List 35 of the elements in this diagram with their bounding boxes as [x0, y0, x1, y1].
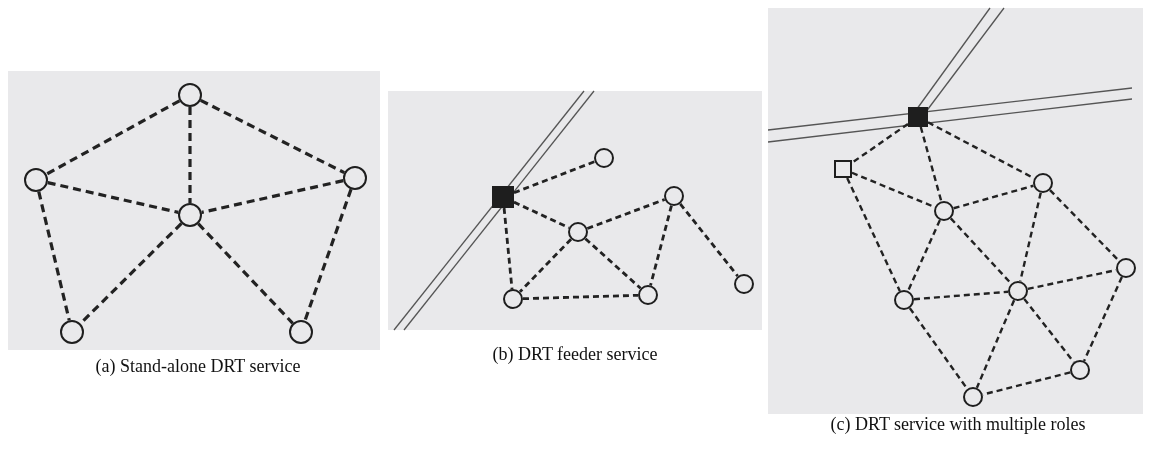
dashed-route-line — [522, 293, 639, 301]
dashed-route-line — [303, 188, 353, 322]
dashed-route-line — [197, 222, 294, 325]
dashed-route-line — [188, 107, 192, 203]
stop-square — [834, 160, 852, 178]
dashed-route-line — [649, 205, 673, 286]
dashed-route-line — [47, 181, 179, 214]
dashed-route-line — [201, 179, 344, 214]
dashed-route-line — [846, 177, 901, 292]
dashed-route-line — [913, 290, 1009, 301]
dashed-route-line — [584, 237, 642, 290]
dashed-route-line — [1083, 276, 1123, 362]
dashed-route-line — [1049, 189, 1120, 262]
dashed-route-line — [908, 307, 969, 390]
dashed-route-line — [949, 217, 1013, 285]
dashed-route-line — [513, 160, 596, 195]
dashed-route-line — [975, 299, 1016, 389]
panel-caption: (c) DRT service with multiple roles — [829, 414, 1087, 435]
dashed-route-line — [1019, 192, 1042, 282]
panel-caption: (b) DRT feeder service — [491, 344, 659, 365]
dashed-route-line — [200, 98, 345, 175]
dashed-route-line — [679, 202, 739, 278]
dashed-route-line — [953, 184, 1034, 210]
dashed-route-line — [37, 191, 71, 321]
dashed-route-line — [45, 99, 181, 176]
dashed-route-line — [518, 238, 573, 293]
panel-caption: (a) Stand-alone DRT service — [94, 356, 302, 377]
dashed-route-line — [586, 198, 666, 230]
dashed-route-line — [907, 219, 941, 292]
transfer-hub-square — [492, 186, 514, 208]
transfer-hub-square — [908, 107, 928, 127]
dashed-route-line — [79, 222, 183, 325]
dashed-route-line — [502, 207, 514, 290]
dashed-route-line — [851, 122, 909, 164]
dashed-route-line — [919, 126, 943, 202]
